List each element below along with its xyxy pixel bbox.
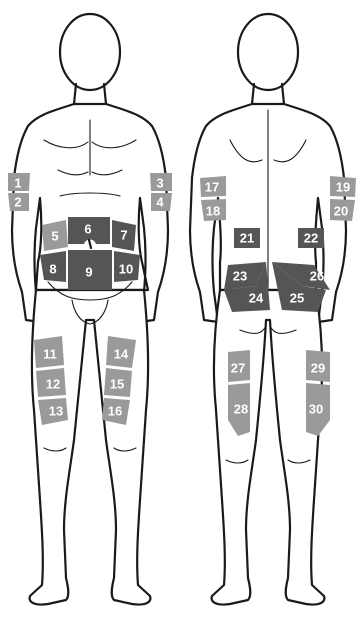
site-16-label: 16: [108, 404, 122, 419]
site-24-label: 24: [249, 291, 264, 306]
site-6-label: 6: [84, 222, 91, 237]
site-23-label: 23: [233, 269, 247, 284]
site-27-label: 27: [231, 361, 245, 376]
site-21-label: 21: [240, 231, 254, 246]
back-legs: [212, 290, 325, 605]
site-9-label: 9: [85, 265, 92, 280]
site-7-label: 7: [120, 228, 127, 243]
site-29-label: 29: [311, 361, 325, 376]
site-13-label: 13: [49, 404, 63, 419]
site-14-label: 14: [114, 347, 129, 362]
site-10-label: 10: [119, 262, 133, 277]
front-head: [60, 14, 120, 90]
back-head: [238, 14, 298, 90]
site-30-label: 30: [309, 402, 323, 417]
site-20-label: 20: [334, 204, 348, 219]
site-8-label: 8: [49, 262, 56, 277]
site-15-label: 15: [110, 377, 124, 392]
site-17-label: 17: [205, 180, 219, 195]
site-28-label: 28: [234, 402, 248, 417]
site-18-label: 18: [206, 204, 220, 219]
site-5-label: 5: [51, 229, 58, 244]
site-19-label: 19: [336, 180, 350, 195]
site-12-label: 12: [46, 377, 60, 392]
site-22-label: 22: [304, 231, 318, 246]
site-1-label: 1: [14, 176, 21, 191]
site-3-label: 3: [156, 176, 163, 191]
site-2-label: 2: [14, 195, 21, 210]
site-26-label: 26: [310, 269, 324, 284]
back-figure: 17 18 19 20 21 22 23 24 25 26 27 28 29 3…: [190, 14, 356, 605]
front-figure: 1 2 3 4 5 6 7 8 9 10 11 12 13 14 1: [8, 14, 172, 605]
front-legs: [30, 290, 151, 605]
site-11-label: 11: [43, 347, 57, 362]
site-25-label: 25: [290, 291, 304, 306]
site-4-label: 4: [156, 195, 164, 210]
